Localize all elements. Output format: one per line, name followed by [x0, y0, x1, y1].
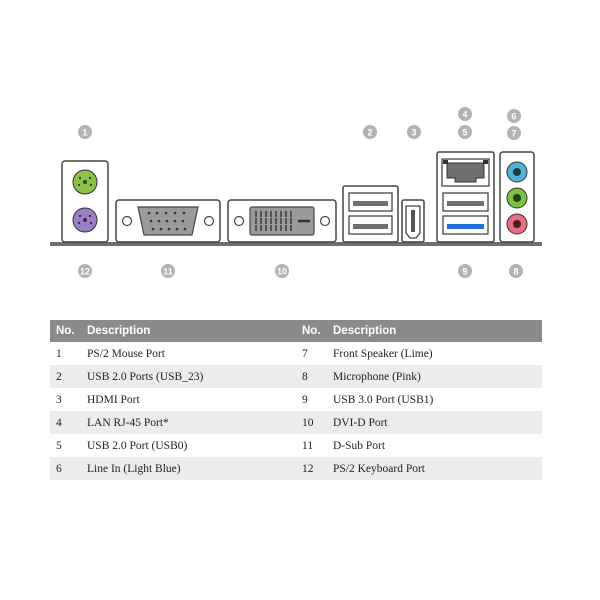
header-no: No.	[296, 320, 333, 342]
line-in-jack	[506, 161, 528, 183]
d-sub-port	[115, 199, 221, 243]
svg-text:6: 6	[511, 112, 516, 122]
row-number: 8	[296, 365, 333, 388]
header-description: Description	[333, 320, 542, 342]
row-number: 12	[296, 457, 333, 480]
table-row: 11 D-Sub Port	[296, 434, 542, 457]
table-row: 2 USB 2.0 Ports (USB_23)	[50, 365, 296, 388]
row-description: USB 3.0 Port (USB1)	[333, 393, 434, 406]
audio-jacks	[499, 151, 535, 243]
svg-text:10: 10	[277, 267, 287, 277]
callout-6: 6	[507, 109, 521, 123]
port-table-right: No. Description 7 Front Speaker (Lime) 8…	[296, 320, 542, 480]
row-description: Microphone (Pink)	[333, 365, 542, 388]
svg-text:1: 1	[82, 128, 87, 138]
callout-7: 7	[507, 126, 521, 140]
port-table-left: No. Description 1 PS/2 Mouse Port 2 USB …	[50, 320, 296, 480]
hdmi-port	[401, 199, 425, 243]
svg-text:4: 4	[462, 110, 467, 120]
table-row: 3 HDMI Port	[50, 388, 296, 411]
row-description: Line In (Light Blue)	[87, 457, 296, 480]
row-description: HDMI Port	[87, 393, 140, 406]
callout-12: 12	[78, 264, 92, 278]
row-description: USB 2.0 Port (USB0)	[87, 439, 188, 452]
lan-rj45-port	[441, 158, 490, 187]
usb-2-port-usb0	[442, 192, 489, 212]
row-number: 9	[302, 393, 308, 406]
callout-4: 4	[458, 107, 472, 121]
ps2-ports	[61, 160, 109, 243]
panel-baseline	[50, 242, 542, 246]
row-number: 11	[302, 439, 314, 452]
svg-text:7: 7	[511, 129, 516, 139]
svg-text:5: 5	[462, 128, 467, 138]
callout-2: 2	[363, 125, 377, 139]
table-row: 4 LAN RJ-45 Port*	[50, 411, 296, 434]
svg-text:9: 9	[462, 267, 467, 277]
header-no: No.	[50, 320, 87, 342]
callout-10: 10	[275, 264, 289, 278]
dvi-d-port	[227, 199, 337, 243]
table-row: 6 Line In (Light Blue)	[50, 457, 296, 480]
callout-11: 11	[161, 264, 175, 278]
table-row: 1 PS/2 Mouse Port	[50, 342, 296, 365]
table-row: 7 Front Speaker (Lime)	[296, 342, 542, 365]
row-description: PS/2 Keyboard Port	[333, 457, 542, 480]
row-number: 3	[56, 393, 62, 406]
row-description: PS/2 Mouse Port	[87, 347, 165, 360]
svg-text:3: 3	[411, 128, 416, 138]
callout-9: 9	[458, 264, 472, 278]
io-panel-diagram: 1 2 3 4 5 6 7 8 9 10 11 12	[50, 107, 542, 278]
table-row: 10 DVI-D Port	[296, 411, 542, 434]
svg-text:2: 2	[367, 128, 372, 138]
table-row: 12 PS/2 Keyboard Port	[296, 457, 542, 480]
table-row: 5 USB 2.0 Port (USB0)	[50, 434, 296, 457]
svg-text:11: 11	[163, 267, 173, 277]
row-description: LAN RJ-45 Port*	[87, 411, 296, 434]
row-number: 2	[50, 365, 87, 388]
front-speaker-jack	[506, 187, 528, 209]
table-row: 8 Microphone (Pink)	[296, 365, 542, 388]
row-number: 4	[50, 411, 87, 434]
row-number: 7	[302, 347, 308, 360]
row-number: 10	[296, 411, 333, 434]
callout-8: 8	[509, 264, 523, 278]
callout-1: 1	[78, 125, 92, 139]
header-description: Description	[87, 320, 296, 342]
row-description: D-Sub Port	[333, 439, 386, 452]
usb-2-ports-usb23	[342, 185, 399, 243]
callout-3: 3	[407, 125, 421, 139]
row-number: 1	[56, 347, 62, 360]
table-row: 9 USB 3.0 Port (USB1)	[296, 388, 542, 411]
row-number: 6	[50, 457, 87, 480]
callout-5: 5	[458, 125, 472, 139]
row-description: Front Speaker (Lime)	[333, 347, 433, 360]
microphone-jack	[506, 213, 528, 235]
svg-text:12: 12	[80, 267, 90, 277]
svg-text:8: 8	[513, 267, 518, 277]
row-description: DVI-D Port	[333, 411, 542, 434]
lan-usb-stack	[436, 151, 495, 243]
row-number: 5	[56, 439, 62, 452]
usb-3-port-usb1	[442, 215, 489, 235]
row-description: USB 2.0 Ports (USB_23)	[87, 365, 296, 388]
